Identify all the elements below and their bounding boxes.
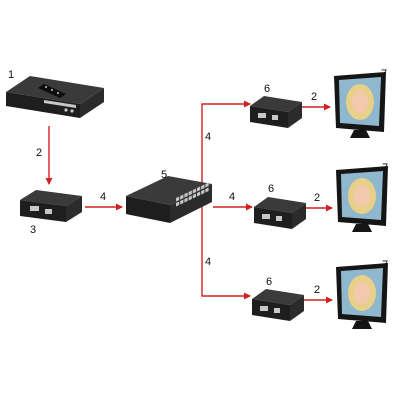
- cable-label-transmitter-to-switch: 4: [100, 191, 106, 203]
- hdmi-receiver-icon-bottom: [252, 289, 304, 321]
- switch-port: [205, 187, 209, 193]
- dvr-label: 1: [8, 69, 14, 81]
- cable-label-dvr-to-transmitter: 2: [36, 147, 42, 159]
- lcd-monitor-icon-bottom: [336, 263, 388, 329]
- switch-port: [184, 197, 188, 203]
- switch-port: [197, 186, 201, 192]
- cable-label-switch-to-receiver-middle: 4: [229, 191, 235, 203]
- transmitter-label: 3: [30, 224, 36, 236]
- network-switch-icon: [126, 176, 212, 223]
- receiver-label-bottom: 6: [266, 276, 272, 288]
- hdmi-receiver-icon-top: [250, 96, 302, 128]
- receiver-label-top: 6: [264, 83, 270, 95]
- connection-lines: [45, 100, 333, 304]
- monitor-label-top: 7: [381, 68, 387, 80]
- cable-label-switch-to-receiver-bottom: 4: [205, 256, 211, 268]
- switch-port: [201, 184, 205, 190]
- link-switch-trunk: [201, 100, 251, 207]
- hdmi-receiver-icon-middle: [254, 197, 306, 229]
- switch-port: [201, 189, 205, 195]
- switch-port: [205, 182, 209, 188]
- switch-port: [176, 201, 180, 207]
- switch-port: [192, 193, 196, 199]
- cable-label-receiver-to-monitor-middle: 2: [314, 192, 320, 204]
- switch-port: [180, 199, 184, 205]
- monitor-label-bottom: 7: [382, 259, 388, 271]
- switch-port: [184, 192, 188, 198]
- switch-port: [188, 190, 192, 196]
- link-switch-to-receiver-bottom: [201, 207, 251, 300]
- cable-label-receiver-to-monitor-top: 2: [311, 91, 317, 103]
- monitor-label-middle: 7: [382, 162, 388, 174]
- receiver-label-middle: 6: [268, 183, 274, 195]
- switch-ports: [176, 182, 209, 207]
- switch-port: [197, 191, 201, 197]
- cable-label-switch-to-receiver-top: 4: [205, 131, 211, 143]
- cable-label-receiver-to-monitor-bottom: 2: [314, 284, 320, 296]
- switch-port: [176, 196, 180, 202]
- switch-port: [180, 194, 184, 200]
- lcd-monitor-icon-middle: [336, 166, 388, 232]
- switch-port: [192, 188, 196, 194]
- dvr-recorder-icon: [6, 76, 104, 118]
- hdmi-transmitter-icon: [20, 190, 82, 222]
- switch-label: 5: [161, 169, 167, 181]
- lcd-monitor-icon-top: [334, 72, 386, 138]
- switch-port: [188, 195, 192, 201]
